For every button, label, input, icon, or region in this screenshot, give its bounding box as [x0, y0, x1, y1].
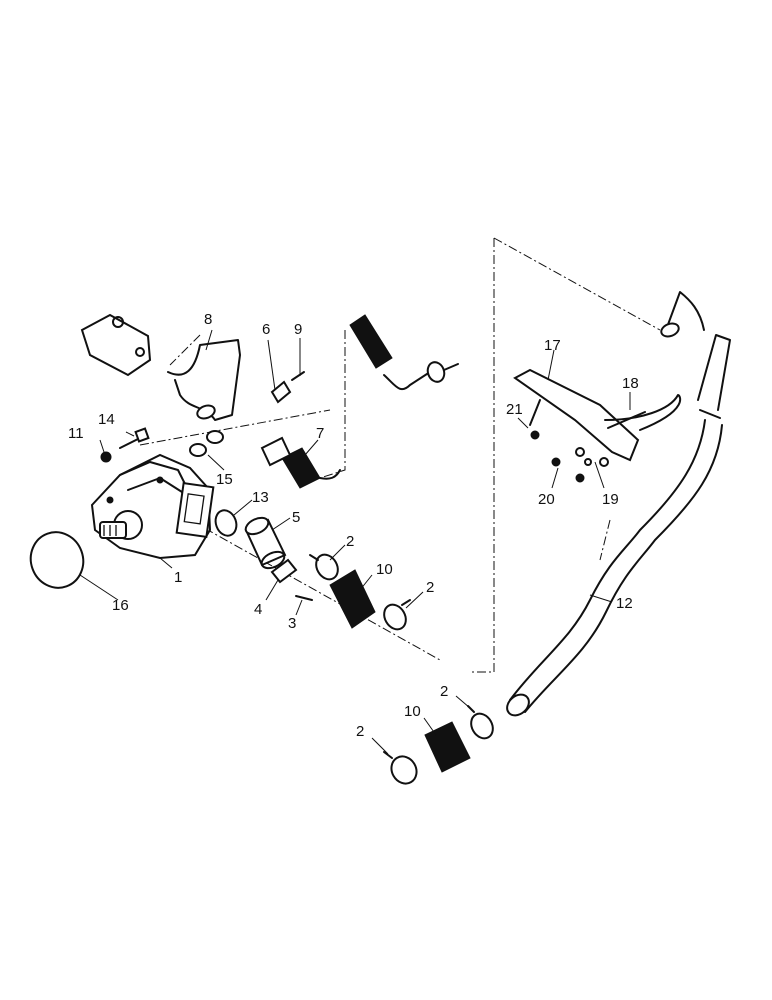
callout-19: 19	[602, 491, 619, 508]
hose-clamp-bottom	[383, 751, 418, 785]
callout-11: 11	[68, 425, 84, 442]
callout-18: 18	[622, 375, 639, 392]
leader-lines	[79, 329, 631, 755]
o-ring-medium	[214, 509, 238, 537]
callout-10: 10	[376, 561, 393, 578]
callout-2: 2	[346, 533, 354, 550]
hose-clamp-mid	[467, 705, 494, 740]
callout-2: 2	[440, 683, 448, 700]
callout-4: 4	[254, 601, 262, 618]
callout-16: 16	[112, 597, 129, 614]
callout-1: 1	[174, 569, 182, 586]
callout-10: 10	[404, 703, 421, 720]
callout-15: 15	[216, 471, 233, 488]
o-ring-large	[29, 531, 85, 589]
callout-7: 7	[316, 425, 324, 442]
upper-hose	[349, 314, 459, 391]
hose-clamp-upper	[309, 553, 339, 581]
callout-17: 17	[544, 337, 561, 354]
hose-clamp-lower	[383, 599, 411, 631]
hydraulic-pump	[90, 453, 215, 560]
hose-upper	[329, 569, 376, 629]
callout-8: 8	[204, 311, 212, 328]
pressure-sender	[260, 436, 341, 489]
callout-13: 13	[252, 489, 269, 506]
bolt-and-nut	[100, 427, 150, 463]
callout-12: 12	[616, 595, 633, 612]
clamp-plate	[270, 558, 313, 601]
callout-2: 2	[356, 723, 364, 740]
washers-and-nuts	[551, 447, 609, 483]
suction-fitting	[244, 516, 287, 570]
return-tube	[506, 291, 731, 717]
callout-9: 9	[294, 321, 302, 338]
callout-14: 14	[98, 411, 115, 428]
callout-20: 20	[538, 491, 555, 508]
callout-2: 2	[426, 579, 434, 596]
callout-labels: 1 2 2 2 2 3 4 5 6 7 8 9 10 10 11 12 13 1…	[68, 311, 639, 740]
callout-5: 5	[292, 509, 300, 526]
tube-assembly	[80, 313, 241, 444]
callout-6: 6	[262, 321, 270, 338]
o-ring-small	[189, 443, 207, 457]
tube-clip	[270, 371, 305, 404]
callout-21: 21	[506, 401, 523, 418]
callout-3: 3	[288, 615, 296, 632]
assembly-lines	[139, 237, 661, 673]
mounting-bracket	[513, 368, 682, 462]
